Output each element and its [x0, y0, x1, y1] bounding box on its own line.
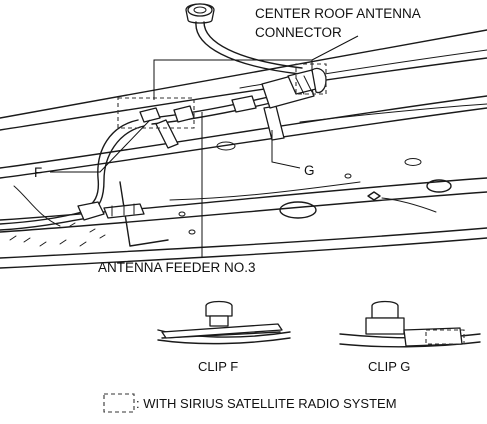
leader-lines: [50, 35, 359, 258]
legend: : WITH SIRIUS SATELLITE RADIO SYSTEM: [103, 393, 397, 413]
legend-text: : WITH SIRIUS SATELLITE RADIO SYSTEM: [136, 396, 397, 411]
clip-g-detail-label: CLIP G: [368, 359, 410, 374]
sirius-option-boxes: [117, 63, 327, 129]
connector-label-line2: CONNECTOR: [255, 25, 342, 40]
roof-panel-illustration: [0, 29, 487, 269]
clip-f-detail: [157, 300, 291, 345]
clip-g-callout: G: [304, 163, 315, 178]
clip-g-detail: [339, 300, 481, 348]
connector-label-line1: CENTER ROOF ANTENNA: [255, 6, 421, 21]
clip-f-callout: F: [34, 165, 42, 180]
clip-f-detail-label: CLIP F: [198, 359, 238, 374]
antenna-feeder-label: ANTENNA FEEDER NO.3: [98, 260, 256, 275]
legend-dashed-box-symbol: [103, 393, 135, 413]
antenna-cable-assembly: [0, 3, 327, 231]
